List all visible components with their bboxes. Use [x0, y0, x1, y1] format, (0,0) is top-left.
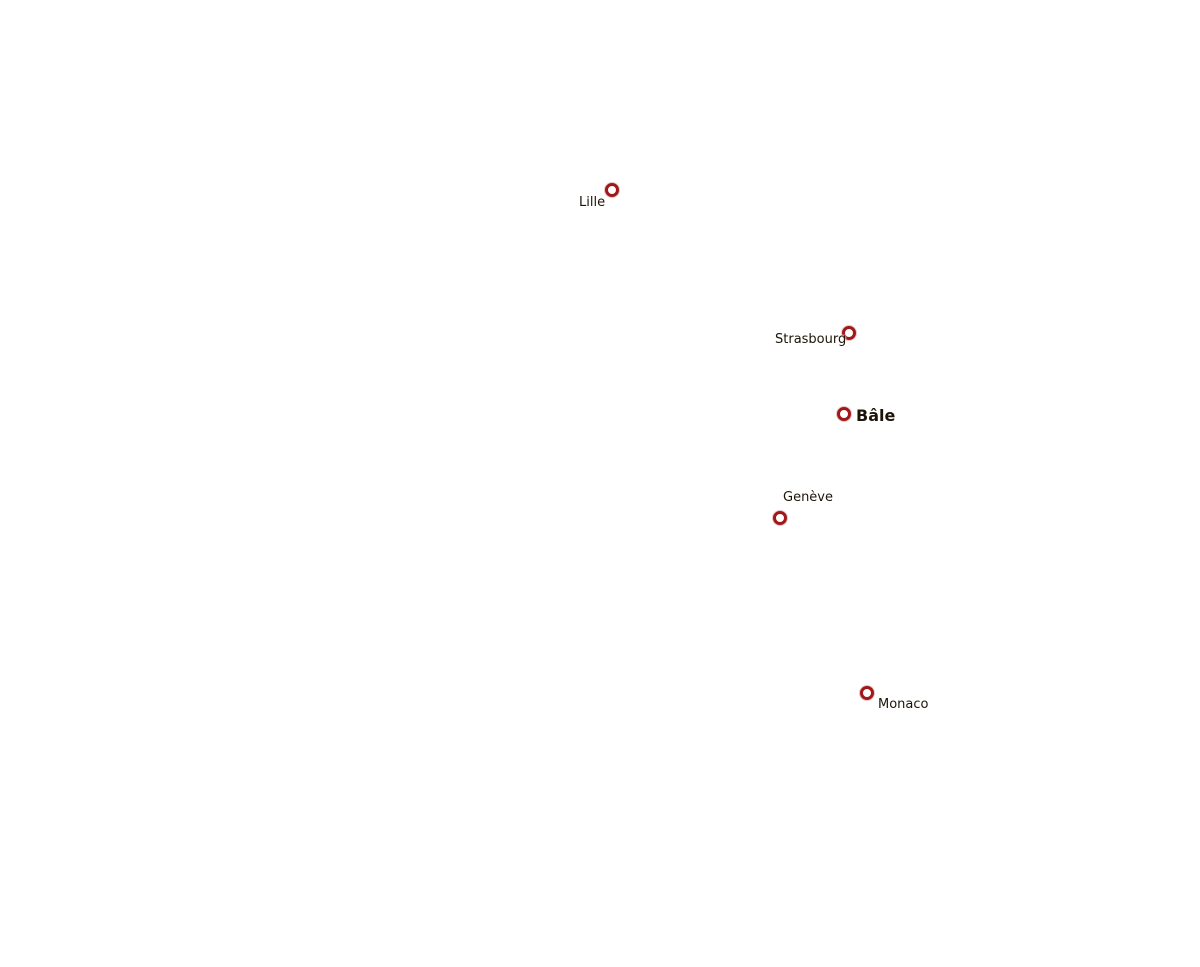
city-label-monaco: Monaco [878, 697, 929, 712]
city-marker-bale[interactable] [837, 407, 851, 421]
city-marker-monaco[interactable] [860, 686, 874, 700]
city-label-geneve: Genève [783, 490, 834, 505]
city-marker-lille[interactable] [605, 183, 619, 197]
city-label-lille: Lille [579, 195, 606, 210]
city-marker-geneve[interactable] [773, 511, 787, 525]
city-label-bale: Bâle [856, 406, 896, 425]
city-marker-strasbourg[interactable] [842, 326, 856, 340]
city-label-strasbourg: Strasbourg [775, 332, 847, 347]
